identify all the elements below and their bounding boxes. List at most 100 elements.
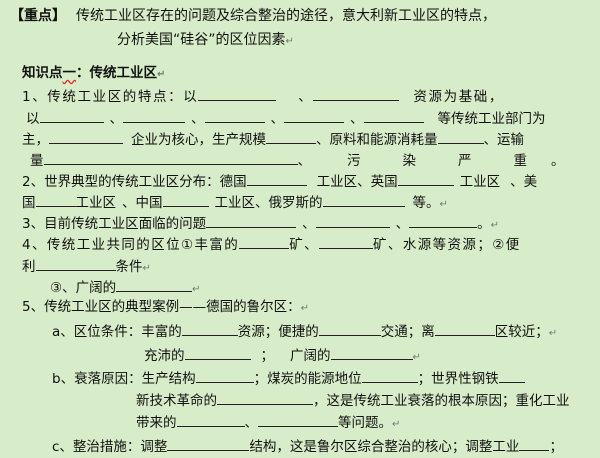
blank[interactable]: [43, 150, 298, 165]
t1-text-c: 以: [26, 111, 40, 127]
blank[interactable]: [319, 234, 374, 249]
t4-text-c: ③、广阔的: [50, 280, 117, 296]
t5-text-a5: 充沛的: [144, 348, 185, 364]
blank[interactable]: [116, 277, 193, 292]
blank[interactable]: [437, 129, 484, 144]
t5-text-b3: ；世界性钢铁: [417, 371, 499, 387]
t5-line-a2: 充沛的 ； 广阔的 ↵: [144, 345, 421, 367]
blank[interactable]: [313, 86, 400, 101]
blank[interactable]: [246, 171, 307, 186]
blank[interactable]: [35, 256, 116, 271]
t5-text-b8: 等问题。: [338, 415, 392, 431]
blank[interactable]: [181, 321, 238, 336]
blank[interactable]: [318, 321, 381, 336]
t2-text-a3: 工业区: [459, 174, 501, 190]
t1-line-4: 量、污染严重。: [30, 150, 565, 170]
t5-text-b2: ；煤炭的能源地位: [253, 371, 362, 387]
focus-line-1: 【重点】传统工业区存在的问题及综合整治的途径，意大利新工业区的特点，: [10, 7, 496, 25]
kp1-head-a: 知识点: [22, 65, 63, 81]
blank[interactable]: [49, 129, 123, 144]
t5-sep: ；: [260, 348, 275, 364]
t2-text-b5: 等。: [412, 195, 440, 211]
blank[interactable]: [498, 368, 525, 383]
t3-sep: 。: [477, 216, 491, 232]
t5-text-b: b、衰落原因：生产结构: [52, 371, 196, 387]
t5-line-b2: 新技术革命的，这是传统工业衰落的根本原因；重化工业: [136, 390, 570, 410]
t1-sep: 、: [297, 153, 312, 169]
blank[interactable]: [184, 345, 251, 360]
blank[interactable]: [239, 234, 290, 249]
t4-text-a2: 矿、: [289, 237, 320, 253]
blank[interactable]: [363, 108, 424, 123]
return-mark-icon: ↵: [192, 284, 201, 295]
t1-text-e: 量: [30, 153, 44, 169]
t4-text-b: 利: [22, 259, 36, 275]
blank[interactable]: [123, 108, 185, 123]
blank[interactable]: [322, 192, 405, 207]
t1-text-c6: 等传统工业部门为: [437, 111, 546, 127]
t4-text-a3: 矿、水源等资源；②便: [373, 237, 521, 253]
t1-text-d2: 企业为核心，生产规模: [131, 132, 266, 148]
t5-line-c: c、整治措施：调整 结构，这是鲁尔区综合整治的核心；调整工业 ；: [52, 436, 563, 456]
t5-sep: 、: [244, 415, 259, 431]
blank[interactable]: [266, 129, 316, 144]
blank[interactable]: [315, 213, 390, 228]
t4-line-1: 4、传统工业共同的区位①丰富的矿、矿、水源等资源；②便: [22, 234, 521, 254]
blank[interactable]: [217, 390, 313, 405]
t2-text-b: 国: [22, 195, 36, 211]
blank[interactable]: [330, 345, 413, 360]
blank[interactable]: [258, 412, 338, 427]
blank[interactable]: [204, 108, 265, 123]
t5-line-a: a、区位条件：丰富的资源；便捷的交通；离区较近；↵: [52, 321, 557, 343]
blank[interactable]: [176, 412, 245, 427]
return-mark-icon: ↵: [300, 303, 309, 314]
blank[interactable]: [162, 192, 209, 207]
t2-text-a2: 工业区、英国: [316, 174, 398, 190]
blank[interactable]: [519, 436, 550, 451]
t1-sep: 、: [298, 89, 314, 105]
return-mark-icon: ↵: [157, 69, 166, 80]
blank[interactable]: [361, 368, 418, 383]
t1-sep: 、: [109, 111, 124, 127]
blank[interactable]: [284, 108, 344, 123]
t3-line: 3、目前传统工业区面临的问题、、。↵: [22, 213, 499, 235]
t1-sep: 、: [350, 111, 364, 127]
blank[interactable]: [206, 213, 297, 228]
return-mark-icon: ↵: [142, 263, 151, 274]
t1-char: 。: [551, 153, 565, 169]
t5-text-c2: 结构，这是鲁尔区综合整治的核心；调整工业: [249, 439, 520, 455]
t1-line-2: 以、、、、等传统工业部门为: [26, 108, 546, 128]
blank[interactable]: [397, 171, 454, 186]
return-mark-icon: ↵: [490, 220, 499, 231]
t3-sep: 、: [395, 216, 410, 232]
t2-line-2: 国工业区、中国工业区、俄罗斯的等。↵: [22, 192, 448, 214]
t1-text-b: 资源为基础，: [413, 89, 505, 105]
return-mark-icon: ↵: [285, 36, 294, 47]
t5-text-c: c、整治措施：调整: [52, 439, 168, 455]
t2-text-b3: 、中国: [122, 195, 163, 211]
t3-text-a: 3、目前传统工业区面临的问题: [22, 216, 207, 232]
blank[interactable]: [167, 436, 250, 451]
blank[interactable]: [434, 321, 495, 336]
t1-text-d4: 、运输: [483, 132, 525, 148]
blank[interactable]: [409, 213, 478, 228]
t1-text-d3: 、原料和能源消耗量: [316, 132, 438, 148]
blank[interactable]: [195, 368, 254, 383]
blank[interactable]: [39, 108, 104, 123]
t5-line-b3: 带来的、等问题。↵: [136, 412, 400, 434]
blank[interactable]: [198, 86, 277, 101]
kp1-head-c: ：传统工业区: [76, 65, 157, 81]
t1-char: 染: [402, 153, 417, 169]
blank[interactable]: [35, 192, 76, 207]
focus-text-2: 分析美国“硅谷”的区位因素: [117, 32, 286, 48]
t5-sep: ；: [549, 439, 563, 455]
t5-text-a7: 广阔的: [290, 348, 331, 364]
t1-text-d: 主，: [22, 132, 49, 148]
t2-line-1: 2、世界典型的传统工业区分布：德国工业区、英国工业区、美: [22, 171, 537, 191]
return-mark-icon: ↵: [412, 352, 421, 363]
t1-char: 重: [513, 153, 528, 169]
t2-text-a4: 、美: [510, 174, 538, 190]
focus-label: 【重点】: [10, 8, 66, 24]
focus-text-1: 传统工业区存在的问题及综合整治的途径，意大利新工业区的特点，: [76, 8, 496, 24]
t5-text-a4: 区较近；: [494, 324, 549, 340]
